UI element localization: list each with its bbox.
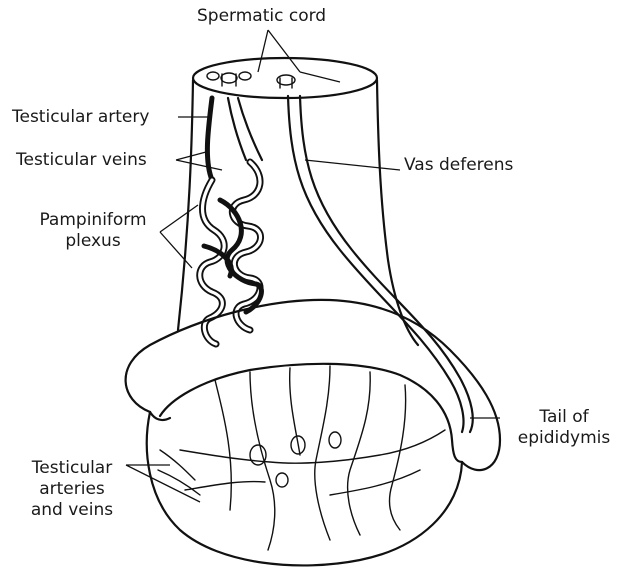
pampiniform-plexus-drawing xyxy=(200,162,262,344)
vas-deferens-drawing xyxy=(288,96,473,432)
label-pampiniform-line1: Pampiniform xyxy=(18,210,168,231)
label-testicular-veins: Testicular veins xyxy=(16,150,147,171)
label-tail-line1: Tail of xyxy=(506,407,622,428)
label-testicular-arteries-veins: Testicular arteries and veins xyxy=(14,458,130,521)
label-arteries-line1: Testicular xyxy=(14,458,130,479)
cord-cross-section xyxy=(207,72,295,88)
label-testicular-artery: Testicular artery xyxy=(12,107,149,128)
epididymis-drawing xyxy=(126,300,500,470)
label-pampiniform-plexus: Pampiniform plexus xyxy=(18,210,168,252)
label-tail-line2: epididymis xyxy=(506,428,622,449)
label-arteries-line3: and veins xyxy=(14,500,130,521)
label-pampiniform-line2: plexus xyxy=(18,231,168,252)
label-tail-of-epididymis: Tail of epididymis xyxy=(506,407,622,449)
surface-vessels xyxy=(158,366,445,550)
label-vas-deferens: Vas deferens xyxy=(404,155,513,176)
label-arteries-line2: arteries xyxy=(14,479,130,500)
label-spermatic-cord: Spermatic cord xyxy=(197,6,326,27)
